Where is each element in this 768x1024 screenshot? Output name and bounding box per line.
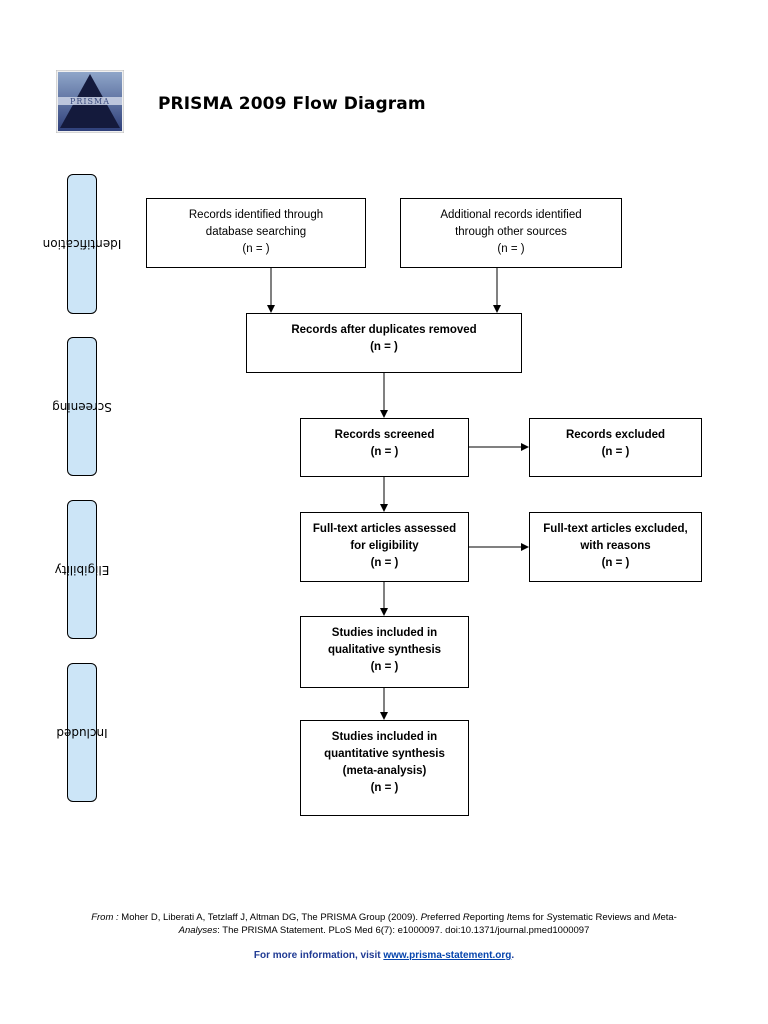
- citation-m: M: [652, 912, 661, 923]
- box-text: through other sources: [455, 226, 567, 238]
- phase-label-identification: Identification: [42, 237, 122, 251]
- box-duplicates-removed: Records after duplicates removed (n = ): [246, 313, 522, 373]
- citation-r: R: [462, 912, 470, 923]
- box-fulltext-excluded: Full-text articles excluded, with reason…: [529, 512, 702, 582]
- box-count: (n = ): [601, 446, 630, 458]
- phase-label-eligibility: Eligibility: [54, 562, 110, 577]
- phase-label-screening: Screening: [52, 399, 112, 414]
- prisma-logo: PRISMA: [55, 69, 125, 134]
- box-count: (n = ): [370, 661, 399, 673]
- box-text: database searching: [205, 226, 307, 238]
- box-text: Records identified through: [188, 209, 324, 221]
- citation-text: ystematic Reviews and: [552, 912, 653, 923]
- citation: From : Moher D, Liberati A, Tetzlaff J, …: [40, 911, 728, 937]
- phase-label-included: Included: [56, 725, 108, 740]
- box-text: Full-text articles assessed: [312, 523, 457, 535]
- logo-text: PRISMA: [70, 97, 110, 106]
- prisma-logo-graphic: PRISMA: [55, 69, 125, 134]
- more-info-suffix: .: [511, 950, 515, 961]
- phase-included: Included: [56, 663, 108, 802]
- box-text: qualitative synthesis: [327, 644, 442, 656]
- box-count: (n = ): [601, 557, 630, 569]
- box-text: (meta-analysis): [342, 765, 427, 777]
- box-text: Records after duplicates removed: [291, 324, 477, 336]
- box-count: (n = ): [370, 557, 399, 569]
- box-text: quantitative synthesis: [324, 748, 445, 760]
- box-text: with reasons: [580, 540, 651, 552]
- more-info-prefix: For more information, visit: [253, 950, 384, 961]
- citation-from: From :: [91, 912, 119, 923]
- box-text: for eligibility: [350, 540, 419, 552]
- box-count: (n = ): [370, 341, 398, 353]
- box-records-screened: Records screened (n = ): [300, 418, 469, 477]
- box-text: Studies included in: [331, 731, 438, 743]
- citation-p: P: [420, 912, 428, 923]
- box-other-sources: Additional records identified through ot…: [400, 198, 622, 268]
- more-info: For more information, visit www.prisma-s…: [0, 950, 768, 961]
- citation-text: referred: [427, 912, 463, 923]
- box-database-searching: Records identified through database sear…: [146, 198, 366, 268]
- page-title: PRISMA 2009 Flow Diagram: [158, 94, 426, 114]
- box-fulltext-assessed: Full-text articles assessed for eligibil…: [300, 512, 469, 582]
- citation-text: tems for: [509, 912, 547, 923]
- phase-identification: Identification: [43, 174, 121, 314]
- phase-eligibility: Eligibility: [55, 500, 109, 639]
- citation-i: I: [506, 912, 510, 923]
- prisma-website-link[interactable]: www.prisma-statement.org: [383, 950, 512, 961]
- box-qualitative-synthesis: Studies included in qualitative synthesi…: [300, 616, 469, 688]
- citation-text: eta-: [660, 912, 677, 923]
- citation-analyses: Analyses: [178, 925, 218, 936]
- box-text: Full-text articles excluded,: [543, 523, 688, 535]
- citation-text: eporting: [469, 912, 507, 923]
- box-quantitative-synthesis: Studies included in quantitative synthes…: [300, 720, 469, 816]
- box-text: Studies included in: [331, 627, 438, 639]
- box-records-excluded: Records excluded (n = ): [529, 418, 702, 477]
- box-count: (n = ): [370, 782, 399, 794]
- box-count: (n = ): [497, 243, 525, 255]
- box-text: Records excluded: [565, 429, 666, 441]
- citation-s: S: [546, 912, 553, 923]
- box-text: Records screened: [334, 429, 435, 441]
- citation-rest: : The PRISMA Statement. PLoS Med 6(7): e…: [217, 925, 590, 936]
- box-text: Additional records identified: [440, 209, 582, 221]
- box-count: (n = ): [242, 243, 270, 255]
- citation-authors: Moher D, Liberati A, Tetzlaff J, Altman …: [118, 912, 421, 923]
- box-count: (n = ): [370, 446, 399, 458]
- phase-screening: Screening: [52, 337, 112, 476]
